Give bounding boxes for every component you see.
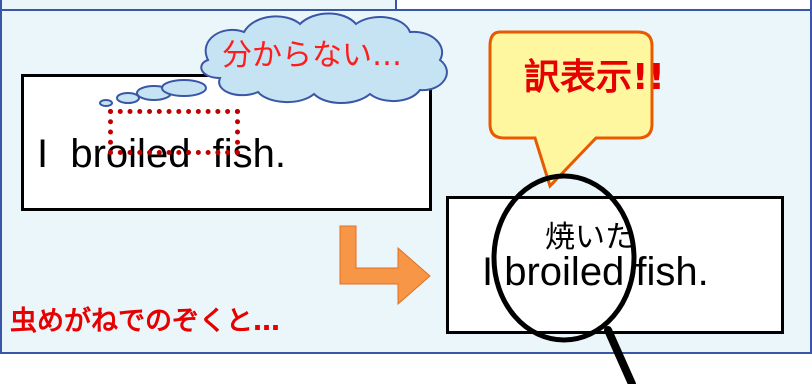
top-right-pane — [397, 0, 812, 11]
magnifying-glass-icon — [491, 173, 637, 384]
translation-text: 焼いた — [545, 220, 635, 255]
caption-text: 虫めがねでのぞくと… — [10, 306, 280, 337]
bent-arrow-icon — [339, 225, 431, 306]
thought-bubble-text: 分からない… — [222, 38, 402, 73]
top-left-pane — [0, 0, 397, 11]
callout-text: 訳表示!! — [524, 57, 665, 98]
sentence-start: I — [37, 132, 49, 176]
callout-bubble — [488, 30, 654, 189]
word-highlight-frame — [108, 109, 240, 155]
right-example-sentence: I broiled fish. — [482, 250, 709, 294]
thought-bubble — [99, 12, 448, 107]
